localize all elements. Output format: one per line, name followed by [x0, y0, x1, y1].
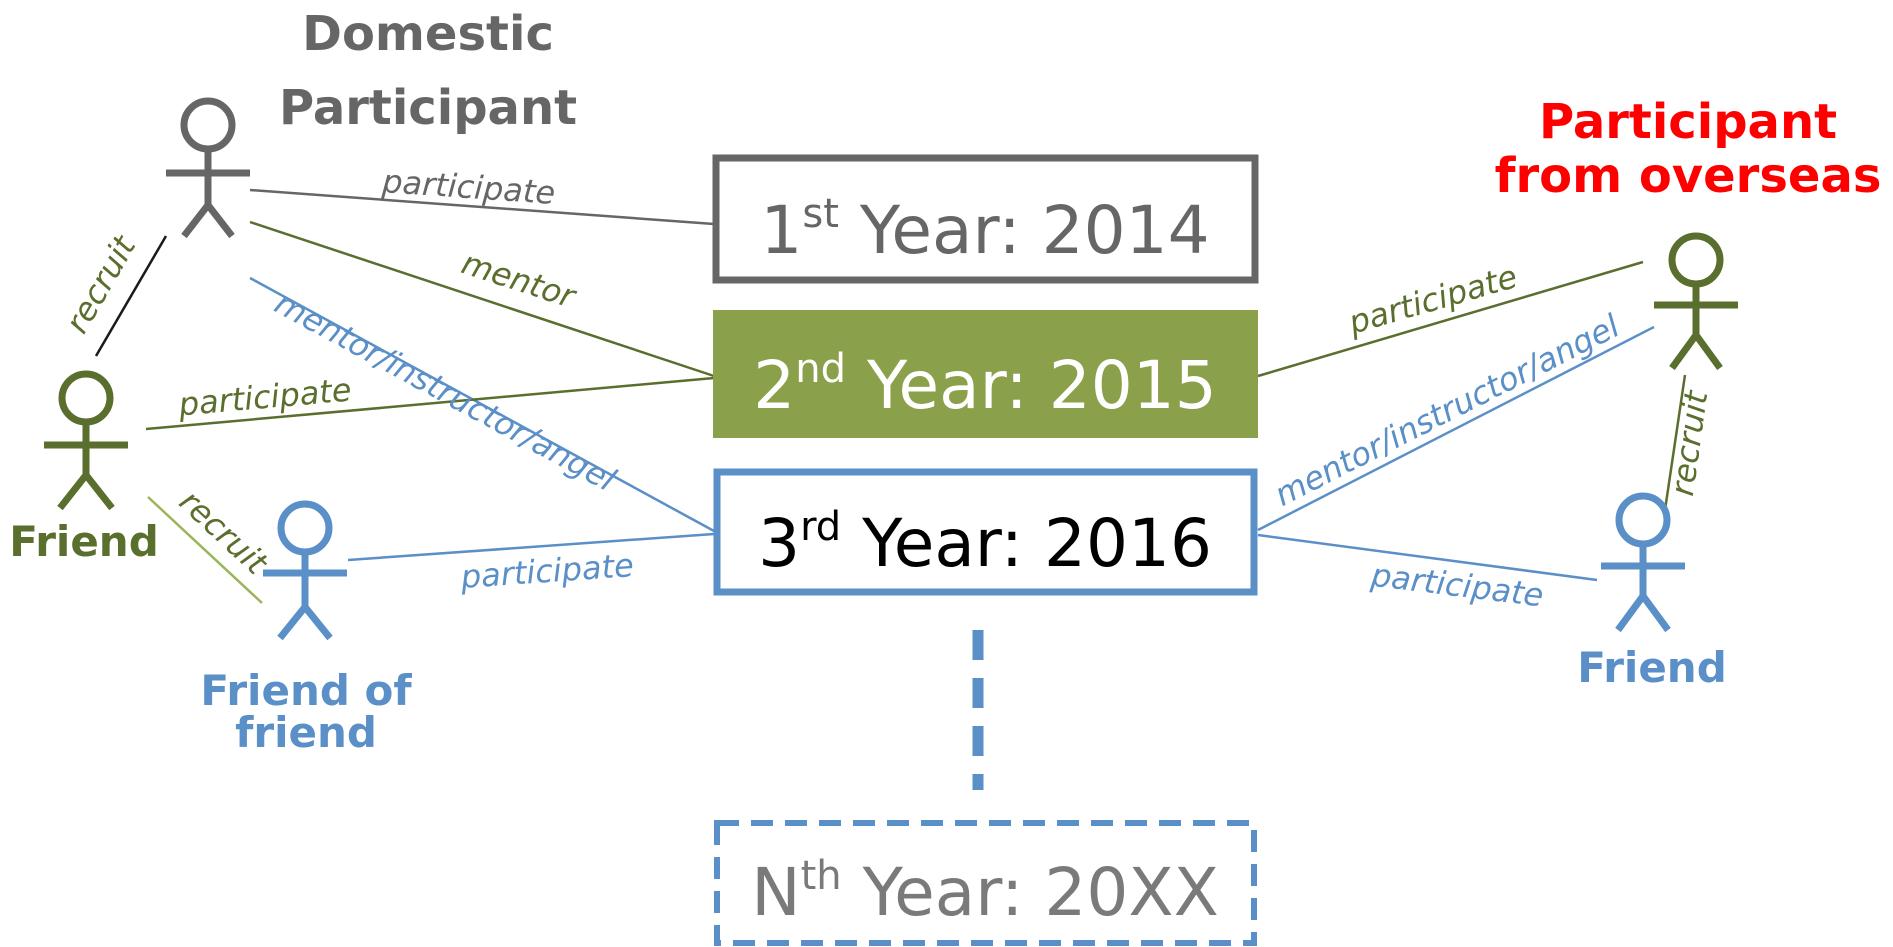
friend-of-friend-label-line2: friend — [235, 708, 377, 757]
year-1-text: 1st Year: 2014 — [760, 191, 1209, 269]
year-2-text: 2nd Year: 2015 — [753, 346, 1216, 424]
edge-label-friend-right-participate: participate — [1368, 556, 1545, 615]
friend-right-figure — [1601, 492, 1685, 633]
domestic-participant-label-line1: Domestic — [302, 6, 554, 62]
domestic-participant-figure — [166, 97, 250, 239]
edge-friend-right-participate-line — [1257, 533, 1598, 582]
year-n-text: Nth Year: 20XX — [751, 853, 1219, 931]
edge-label-domestic-mentor: mentor — [457, 243, 581, 316]
overseas-participant-label-line1: Participant — [1539, 94, 1837, 150]
edge-label-fof-participate: participate — [459, 546, 635, 596]
edge-friend-participate-line — [145, 376, 715, 431]
friend-of-friend-label-line1: Friend of — [200, 666, 412, 715]
edge-domestic-mentor-line — [249, 220, 715, 378]
edge-fof-participate-line — [347, 532, 715, 562]
year-box-3 — [713, 468, 1258, 596]
year-box-n — [714, 820, 1257, 946]
friend-left-label: Friend — [9, 517, 159, 566]
edge-label-overseas-mia: mentor/instructor/angel — [1268, 307, 1625, 514]
edge-overseas-mia-line — [1257, 325, 1655, 532]
domestic-participant-label-line2: Participant — [279, 80, 577, 136]
edge-friend-recruit-line — [147, 496, 263, 604]
edge-label-domestic-recruit: recruit — [58, 228, 144, 339]
friend-of-friend-figure — [263, 500, 347, 641]
edge-overseas-recruit-line — [1663, 374, 1687, 511]
overseas-participant-figure — [1654, 232, 1738, 371]
edge-label-overseas-recruit: recruit — [1663, 387, 1715, 498]
edge-domestic-mia-line — [249, 276, 715, 533]
year-3-text: 3rd Year: 2016 — [758, 504, 1212, 582]
edge-label-friend-participate: participate — [176, 371, 353, 424]
overseas-participant-label-line2: from overseas — [1495, 148, 1882, 204]
friend-right-label: Friend — [1577, 643, 1727, 692]
friend-left-figure — [44, 370, 128, 511]
edge-domestic-participate-line — [249, 188, 715, 226]
edge-label-overseas-participate: participate — [1344, 257, 1522, 342]
edge-overseas-participate-line — [1257, 260, 1644, 378]
year-box-2 — [713, 310, 1258, 438]
edge-label-domestic-participate: participate — [380, 162, 556, 212]
edge-domestic-recruit-line — [94, 235, 168, 357]
year-box-1 — [712, 154, 1259, 284]
